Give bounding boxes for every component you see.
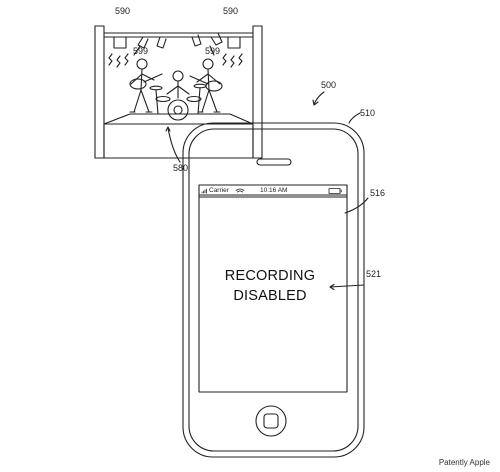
iphone-device	[182, 112, 369, 458]
guitarist-left-figure	[129, 58, 163, 113]
label-521: 521	[366, 269, 382, 279]
label-500: 500	[321, 80, 337, 90]
spotlight-icon	[210, 32, 223, 46]
wifi-icon	[235, 188, 245, 193]
recording-message-line2: DISABLED	[233, 288, 307, 304]
label-599-right: 599	[205, 46, 221, 56]
phone-inner-body	[188, 128, 359, 452]
stage-light-icon	[113, 36, 127, 49]
label-516: 516	[370, 188, 386, 198]
phone-outer-body	[182, 122, 365, 458]
spotlight-icon	[156, 36, 167, 49]
reference-arrow-icon	[313, 91, 325, 105]
leader-line	[344, 197, 369, 214]
leader-line	[209, 45, 215, 56]
stage-light-icon	[227, 36, 241, 49]
status-carrier: Carrier	[209, 187, 229, 194]
label-510: 510	[360, 108, 376, 118]
drummer-figure	[149, 70, 207, 121]
leader-line	[167, 127, 181, 163]
label-580: 580	[173, 163, 189, 173]
leader-line	[329, 284, 365, 288]
concert-stage-illustration	[94, 25, 263, 163]
label-599-left: 599	[133, 46, 149, 56]
signal-bars-icon	[201, 188, 207, 194]
phone-screen	[198, 184, 348, 393]
label-590-right: 590	[223, 6, 239, 16]
source-credit: Patently Apple	[438, 458, 490, 467]
home-button-icon	[255, 405, 287, 437]
left-pillar	[94, 25, 105, 159]
battery-icon	[328, 188, 341, 194]
leader-line	[348, 112, 361, 124]
leader-line	[133, 45, 141, 56]
speaker-slot	[256, 158, 292, 166]
label-590-left: 590	[115, 6, 131, 16]
spotlight-icon	[137, 36, 149, 49]
recording-message-line1: RECORDING	[224, 268, 316, 284]
reference-arrow-icon	[165, 126, 171, 132]
status-time: 10:16 AM	[260, 187, 288, 194]
guitarist-right-figure	[189, 58, 223, 113]
reference-arrow-icon	[329, 283, 335, 291]
spotlight-icon	[191, 34, 202, 47]
right-pillar	[252, 25, 263, 159]
